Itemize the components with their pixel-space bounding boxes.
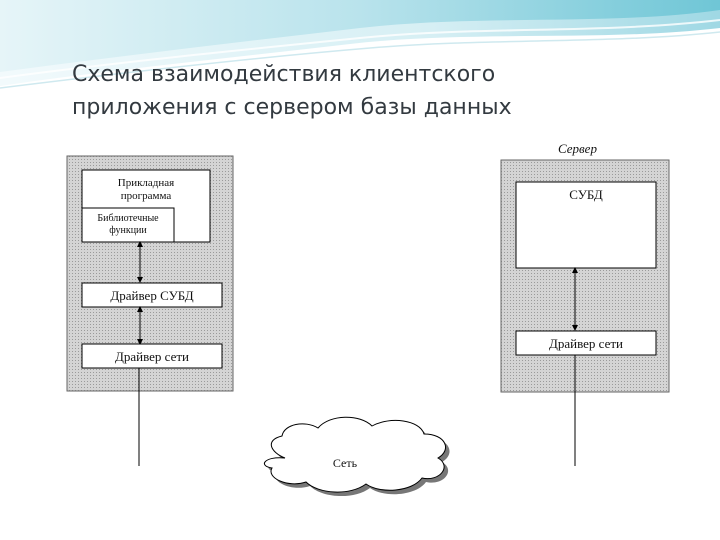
library-functions-label-line-1: Библиотечные [97,213,159,224]
server-dbms-label: СУБД [569,187,603,202]
server-network-driver-box [515,330,657,356]
slide-title-line-1: Схема взаимодействия клиентского [72,62,496,87]
network-label: Сеть [333,456,358,470]
server-dbms-box [515,181,657,269]
client-dbms-driver-label: Драйвер СУБД [110,288,193,303]
server-network-driver-label: Драйвер сети [549,336,623,351]
slide-title: Схема взаимодействия клиентского приложе… [72,58,672,124]
app-program-label-line-2: программа [121,190,172,202]
client-network-driver-label: Драйвер сети [115,349,189,364]
server-label: Сервер [558,141,597,156]
library-functions-label-line-2: функции [109,225,147,236]
network-cloud [263,416,450,497]
library-functions-box [81,207,175,243]
slide-title-line-2: приложения с сервером базы данных [72,95,512,120]
client-dbms-driver-box [81,282,223,308]
decorative-wave-banner [0,0,720,89]
client-network-driver-box [81,343,223,369]
app-program-label-line-1: Прикладная [118,177,174,189]
